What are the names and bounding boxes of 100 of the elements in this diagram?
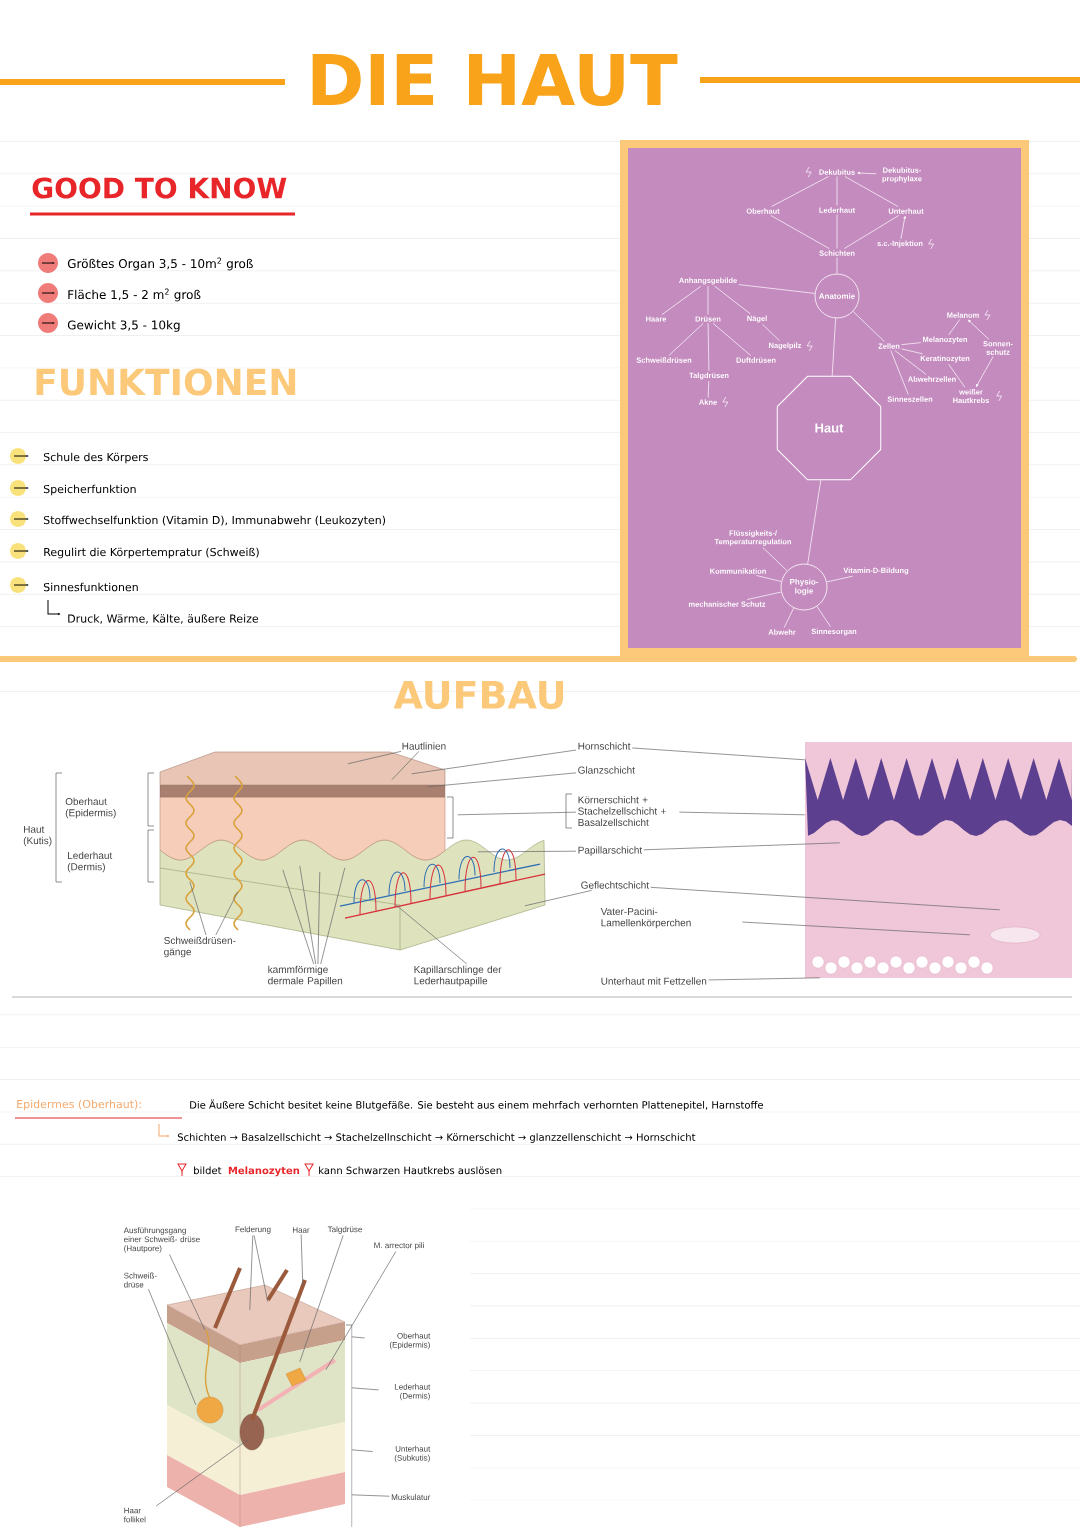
circle-node: Anatomie — [814, 273, 860, 319]
connector-line — [844, 176, 899, 207]
connector-line — [668, 323, 704, 356]
connector-line — [712, 323, 752, 356]
leader-line — [169, 1254, 206, 1331]
leader-line — [317, 871, 321, 965]
leader-line — [351, 1336, 365, 1339]
note-text: Schichten → Basalzellschicht → Stachelzellnschicht → Körnerschicht → glanzzellenschicht → Hornschicht — [177, 1133, 696, 1143]
connector-line — [836, 214, 838, 249]
connector-line — [738, 284, 816, 294]
callout-label: Haar — [293, 1227, 310, 1233]
connector-line — [836, 176, 838, 206]
leader-line — [299, 865, 317, 965]
leader-line — [708, 977, 821, 981]
leader-line — [650, 886, 1001, 911]
leader-line — [282, 869, 315, 965]
leader-line — [249, 1235, 254, 1311]
leader-line — [631, 747, 806, 761]
heading: AUFBAU — [393, 680, 564, 710]
connector-line — [901, 348, 923, 355]
callout-label: Geflechtschicht — [581, 881, 649, 889]
connector-line — [756, 575, 782, 582]
leader-line — [189, 881, 207, 936]
arrow — [976, 356, 994, 387]
leader-line — [411, 749, 577, 775]
connector-line — [948, 363, 966, 388]
heading: GOOD TO KNOW — [30, 177, 295, 216]
leader-line — [347, 751, 402, 765]
bracket-label: Oberhaut (Epidermis) — [65, 797, 116, 819]
arrow — [968, 319, 990, 340]
leader-line — [253, 1235, 269, 1303]
note-text: Speicherfunktion — [43, 484, 136, 496]
callout-label: Schweißdrüsen- gänge — [164, 936, 236, 958]
connector-line — [661, 285, 702, 316]
leader-line — [524, 890, 592, 907]
connector-line — [901, 342, 922, 346]
connector-line — [816, 606, 831, 628]
connector-line — [770, 215, 830, 249]
callout-label: Hautlinien — [402, 742, 446, 750]
connector-line — [771, 176, 829, 207]
callout-label: Vater-Pacini- Lamellenkörperchen — [600, 907, 691, 929]
leader-line — [155, 1439, 249, 1507]
leader-line — [742, 921, 971, 936]
micrograph-drawing — [805, 742, 1072, 978]
callout-label: Lederhaut (Dermis) — [394, 1383, 431, 1401]
heading: FUNKTIONEN — [36, 368, 296, 396]
note-text: bildet — [194, 1166, 222, 1175]
note-text: Größtes Organ 3,5 - 10m$^{2}$ groß — [67, 257, 253, 271]
callout-label: Schweiß- drüse — [124, 1272, 157, 1288]
circle-node: Physio- logie — [780, 563, 828, 611]
connector-line — [948, 319, 961, 336]
page-title: DIE HAUT — [312, 54, 678, 106]
callout-label: Muskulatur — [391, 1494, 431, 1500]
skin-block-drawing — [166, 1267, 353, 1527]
note-text: Gewicht 3,5 - 10kg — [67, 320, 180, 332]
connector-line — [890, 350, 909, 395]
callout-label: Haar follikel — [123, 1507, 146, 1523]
connector-line — [807, 479, 822, 565]
connector-line — [836, 257, 838, 274]
leader-line — [148, 1288, 197, 1406]
callout-label: Unterhaut mit Fettzellen — [601, 977, 707, 985]
connector-line — [714, 285, 751, 315]
leader-line — [299, 1235, 344, 1363]
leader-line — [351, 1387, 379, 1391]
note-text: Fläche 1,5 - 2 m$^{2}$ groß — [68, 288, 201, 302]
connector-line — [831, 318, 836, 377]
heading: Epidermes (Oberhaut): — [14, 1099, 183, 1119]
leader-line — [643, 842, 841, 851]
connector-line — [746, 591, 782, 600]
leader-line — [395, 904, 468, 965]
connector-line — [762, 323, 780, 342]
connector-line — [707, 323, 710, 372]
arrow — [857, 171, 877, 175]
note-text: Druck, Wärme, Kälte, äußere Reize — [68, 614, 259, 624]
connector-line — [894, 350, 927, 375]
callout-label: Glanzschicht — [578, 766, 635, 774]
leader-line — [325, 1251, 397, 1371]
leader-line — [391, 751, 420, 781]
note-text: Stoffwechselfunktion (Vitamin D), Immunabwehr (Leukozyten) — [43, 515, 386, 527]
bracket-label: Haut (Kutis) — [23, 825, 52, 847]
callout-label: Papillarschicht — [578, 846, 643, 856]
octagon-node: Haut — [776, 375, 882, 481]
leader-line — [320, 867, 346, 965]
callout-label: kammförmige dermale Papillen — [268, 965, 343, 987]
note-text: Schule des Körpers — [43, 452, 148, 464]
connector-line — [852, 311, 885, 342]
connector-line — [707, 380, 710, 398]
callout-label: Unterhaut (Subkutis) — [394, 1445, 431, 1463]
connector-line — [843, 215, 900, 249]
connector-line — [783, 607, 795, 628]
connector-line — [707, 285, 709, 316]
callout-label: Ausführungsgang einer Schweiß- drüse (Hautpore) — [123, 1227, 200, 1253]
note-text: Die Äußere Schicht besitet keine Blutgefäße. Sie besteht aus einem mehrfach verhornten Plattenepitel, Harnstoffe — [190, 1099, 764, 1111]
leader-line — [457, 811, 577, 816]
callout-label: Oberhaut (Epidermis) — [389, 1332, 431, 1350]
leader-line — [351, 1494, 390, 1497]
arrow — [900, 215, 906, 240]
leader-line — [351, 1449, 373, 1452]
callout-label: M. arrector pili — [374, 1242, 424, 1250]
note-text: Sinnesfunktionen — [43, 582, 138, 592]
